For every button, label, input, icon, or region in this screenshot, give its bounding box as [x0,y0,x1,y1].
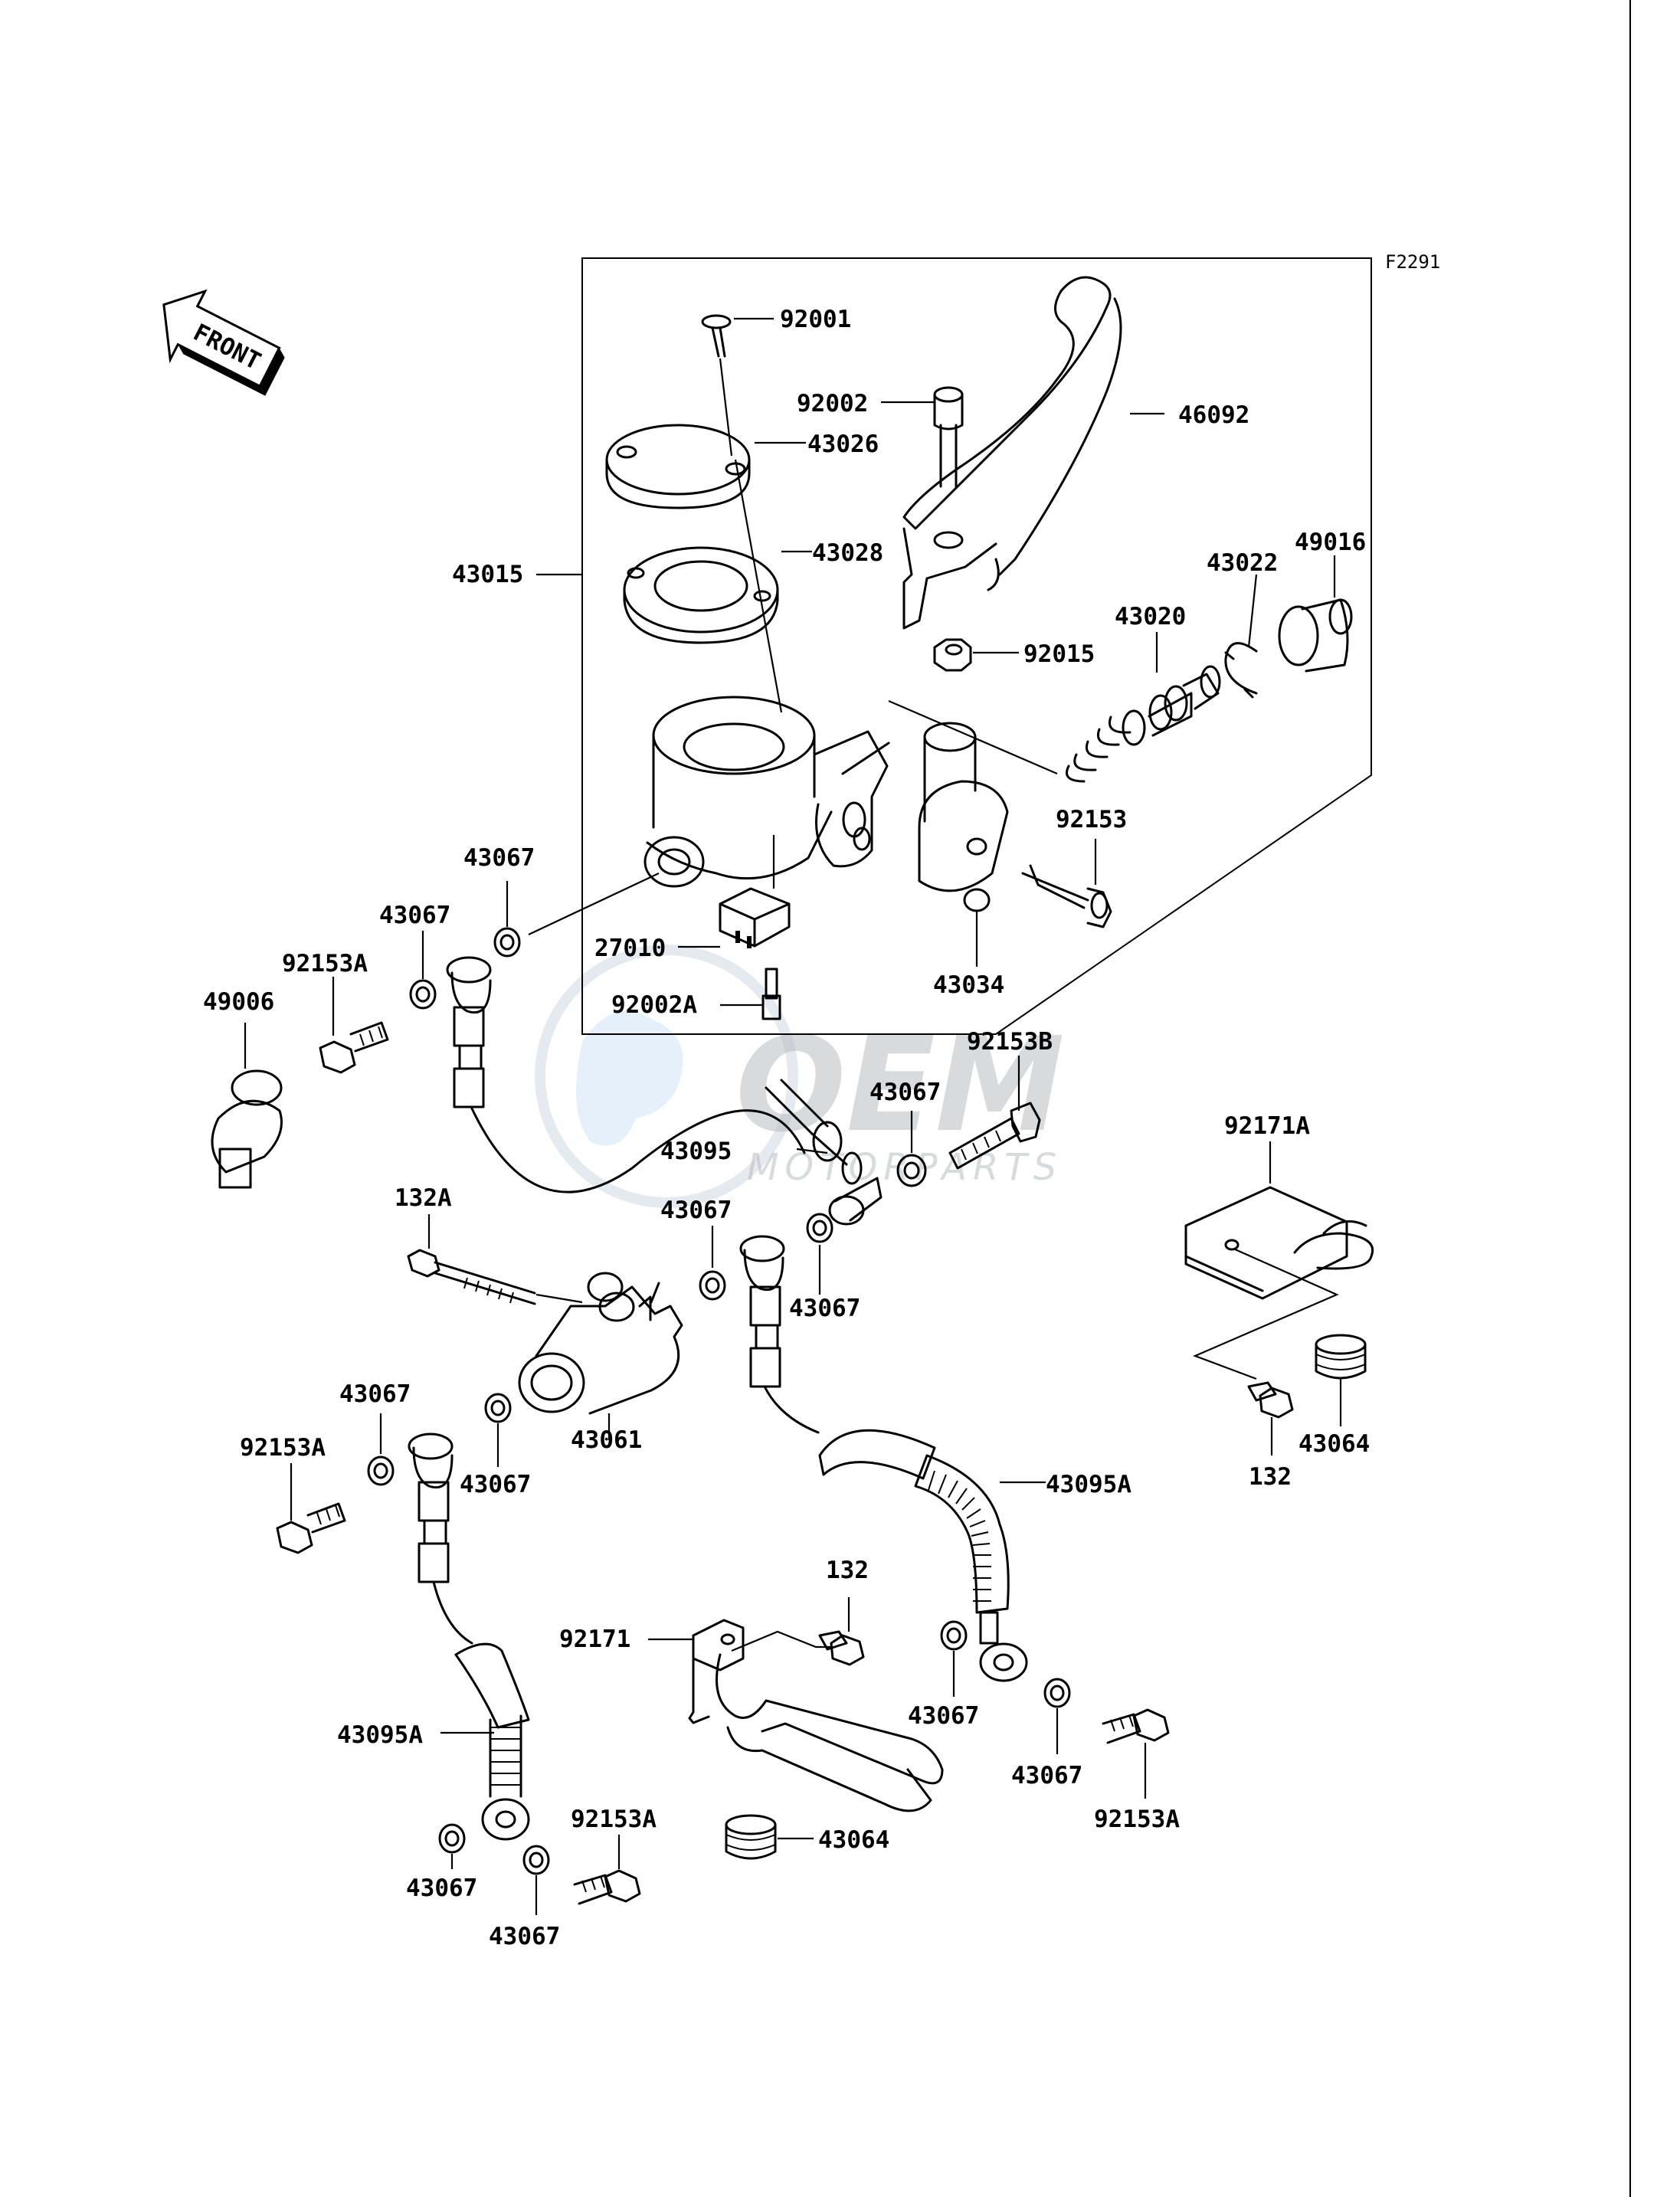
piston-assembly-43020 [888,665,1221,783]
clamp-92171A [1184,1186,1374,1380]
bolt-132A [407,1249,536,1305]
holder-43034 [918,722,1009,912]
hose-43095A-right [739,1235,1028,1682]
washer-43067-b [409,979,437,1010]
washer-43067-h [940,1620,968,1651]
label-92171: 92171 [559,1626,630,1653]
label-43022: 43022 [1207,549,1278,577]
label-46092: 46092 [1178,401,1249,429]
label-43067-b: 43067 [379,902,450,929]
bolt-92153 [1021,864,1112,928]
banjo-fitting-center [828,1177,883,1226]
grommet-43064-b [725,1814,777,1860]
banjo-bolt-92153A-a [319,1021,389,1074]
label-43067-j: 43067 [406,1874,477,1902]
label-43064-a: 43064 [1298,1430,1370,1458]
hose-43095A-left [408,1432,530,1841]
label-43061: 43061 [571,1426,642,1454]
screw-92001 [701,314,733,457]
grommet-43064-a [1315,1334,1367,1380]
label-43067-g: 43067 [339,1380,411,1408]
bolt-132-b [818,1630,865,1666]
bolt-132-a [1247,1381,1294,1419]
label-43028: 43028 [812,539,883,567]
diaphragm-43028 [623,459,783,713]
label-92015: 92015 [1023,640,1095,668]
label-92153A-d: 92153A [571,1806,657,1833]
label-92153A-c: 92153A [1094,1806,1180,1833]
label-92002: 92002 [797,390,868,417]
label-43067-k: 43067 [489,1923,560,1950]
hose-43095 [446,956,863,1193]
label-49016: 49016 [1295,529,1366,556]
brake-lever-46092 [902,276,1122,630]
label-132-b: 132 [826,1557,869,1584]
label-49006: 49006 [203,988,274,1016]
label-27010: 27010 [594,935,666,962]
banjo-bolt-92153B [948,1102,1041,1170]
label-43015: 43015 [452,561,523,588]
label-43095A-b: 43095A [1046,1471,1131,1498]
joint-43061 [518,1272,683,1415]
label-43067-h: 43067 [908,1702,979,1730]
watermark: OEM MOTORPARTS [535,945,1065,1208]
boot-49016 [1278,598,1353,673]
circlip-43022 [1224,642,1258,699]
screw-92002A [761,968,781,1020]
label-43067-d: 43067 [789,1295,860,1322]
master-cylinder-body [644,696,890,889]
reservoir-cap-43026 [605,424,751,509]
label-43064-b: 43064 [818,1826,889,1854]
label-43034: 43034 [933,971,1004,999]
label-43067-f: 43067 [460,1471,531,1498]
washer-43067-j [438,1823,466,1854]
label-43067-e: 43067 [660,1197,732,1224]
label-92153B: 92153B [967,1028,1053,1056]
label-92153A-b: 92153A [240,1434,326,1462]
label-43095: 43095 [660,1138,732,1165]
label-43020: 43020 [1115,603,1186,630]
banjo-bolt-92153A-b [276,1502,346,1554]
washer-43067-d [806,1213,833,1243]
label-92001: 92001 [780,306,851,333]
banjo-bolt-92153A-c [1102,1708,1170,1744]
banjo-bolt-92153A-d [573,1869,641,1905]
label-92153A-a: 92153A [282,950,368,977]
brake-switch-27010 [719,887,791,948]
washer-43067-c [896,1154,927,1187]
label-43026: 43026 [807,431,879,458]
washer-43067-e [699,1270,726,1301]
label-43067-i: 43067 [1011,1762,1082,1789]
label-132A: 132A [395,1184,452,1212]
nut-92015 [933,638,972,672]
front-arrow-icon: FRONT [162,289,285,396]
washer-43067-f [484,1393,512,1423]
label-43067-a: 43067 [463,844,535,872]
label-43067-c: 43067 [869,1079,941,1106]
bleeder-cap-49006 [211,1069,283,1189]
clamp-92171 [688,1619,944,1812]
label-92153: 92153 [1056,806,1127,833]
washer-43067-g [367,1455,395,1486]
label-132-a: 132 [1249,1463,1292,1491]
washer-43067-a [493,873,660,958]
washer-43067-i [1043,1678,1071,1708]
assembly-frame [581,257,1372,1035]
label-92002A: 92002A [611,991,697,1019]
figure-ref-code: F2291 [1385,251,1440,273]
label-92171A: 92171A [1224,1112,1310,1140]
label-43095A-a: 43095A [337,1721,423,1749]
pivot-bolt-92002 [933,386,964,488]
washer-43067-k [522,1845,550,1875]
